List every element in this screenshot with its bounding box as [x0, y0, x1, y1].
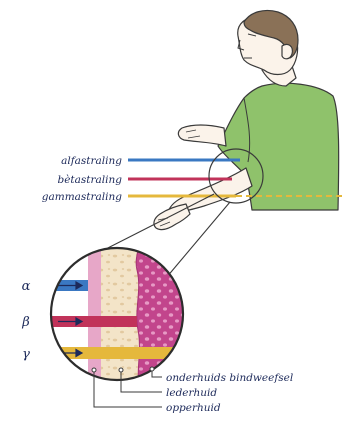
hand-lower	[154, 204, 190, 230]
magnified-skin-section	[40, 240, 200, 390]
greek-alpha: α	[22, 279, 31, 294]
greek-beta: β	[21, 315, 30, 330]
subcutis-layer	[136, 240, 200, 390]
beta-label: bètastraling	[57, 174, 122, 186]
gamma-label: gammastraling	[42, 191, 123, 203]
beta-beam-magnified	[40, 316, 137, 327]
connector-line-left	[92, 194, 214, 256]
dermis-layer	[101, 240, 139, 390]
greek-gamma: γ	[22, 347, 30, 362]
ear	[282, 44, 292, 58]
epidermis-layer	[88, 240, 101, 390]
hand-upper	[178, 125, 226, 146]
alpha-label: alfastraling	[61, 155, 122, 167]
dermis-label: lederhuid	[166, 387, 217, 399]
subcutis-label: onderhuids bindweefsel	[166, 372, 293, 384]
epidermis-label: opperhuid	[166, 402, 221, 414]
